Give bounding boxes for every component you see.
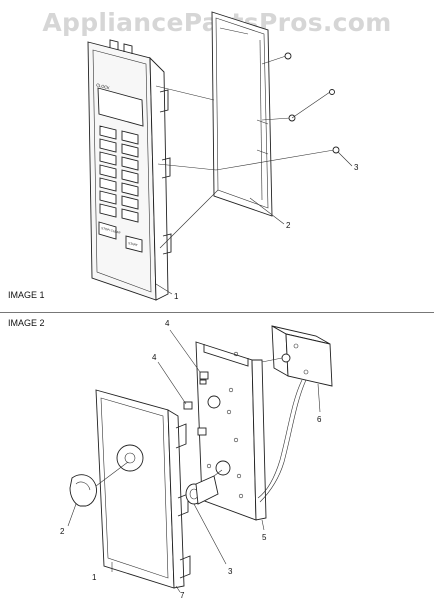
- keypad-key: [121, 169, 139, 184]
- timer-motor: [257, 325, 333, 503]
- callout-2: 2: [286, 221, 291, 230]
- keypad-key: [121, 208, 139, 223]
- callout-5: 5: [262, 533, 267, 542]
- callout-3: 3: [354, 163, 359, 172]
- callout-2-knob: 2: [60, 527, 65, 536]
- keypad: [99, 125, 139, 223]
- timer-knob: [69, 461, 129, 507]
- callout-4-mid: 4: [152, 353, 157, 362]
- motor-shaft: [281, 353, 291, 363]
- keypad-key: [99, 125, 117, 140]
- keypad-key: [121, 130, 139, 145]
- control-panel-assembly: CLOCK STOP/ CLEAR START: [87, 39, 172, 301]
- keypad-key: [121, 143, 139, 158]
- screws-image2: [183, 371, 209, 436]
- keypad-key: [99, 164, 117, 179]
- keypad-key: [121, 182, 139, 197]
- callout-3-coupler: 3: [228, 567, 233, 576]
- callout-7: 7: [180, 591, 185, 600]
- image2-label: IMAGE 2: [8, 318, 45, 328]
- door-panel: [95, 389, 191, 589]
- circuit-board: [155, 11, 273, 249]
- start-label: START: [128, 241, 138, 247]
- keypad-key: [99, 138, 117, 153]
- image1-label: IMAGE 1: [8, 290, 45, 300]
- stop-clear-key: [98, 221, 117, 240]
- keypad-key: [99, 177, 117, 192]
- callout-1-door: 1: [92, 573, 97, 582]
- callout-1: 1: [174, 292, 179, 301]
- keypad-key: [121, 195, 139, 210]
- start-key: [125, 235, 143, 253]
- stop-clear-label: STOP/ CLEAR: [101, 226, 122, 235]
- display-window: [97, 87, 144, 127]
- mounting-plate: [195, 341, 267, 521]
- callout-6: 6: [317, 415, 322, 424]
- callout-4-top: 4: [165, 319, 170, 328]
- screws-image1: [215, 52, 340, 171]
- keypad-key: [99, 203, 117, 218]
- keypad-key: [121, 156, 139, 171]
- keypad-key: [99, 151, 117, 166]
- shaft-hole: [215, 460, 231, 476]
- keypad-key: [99, 190, 117, 205]
- shaft-opening: [116, 444, 144, 472]
- section-divider: [0, 312, 434, 313]
- display-label: CLOCK: [96, 82, 111, 90]
